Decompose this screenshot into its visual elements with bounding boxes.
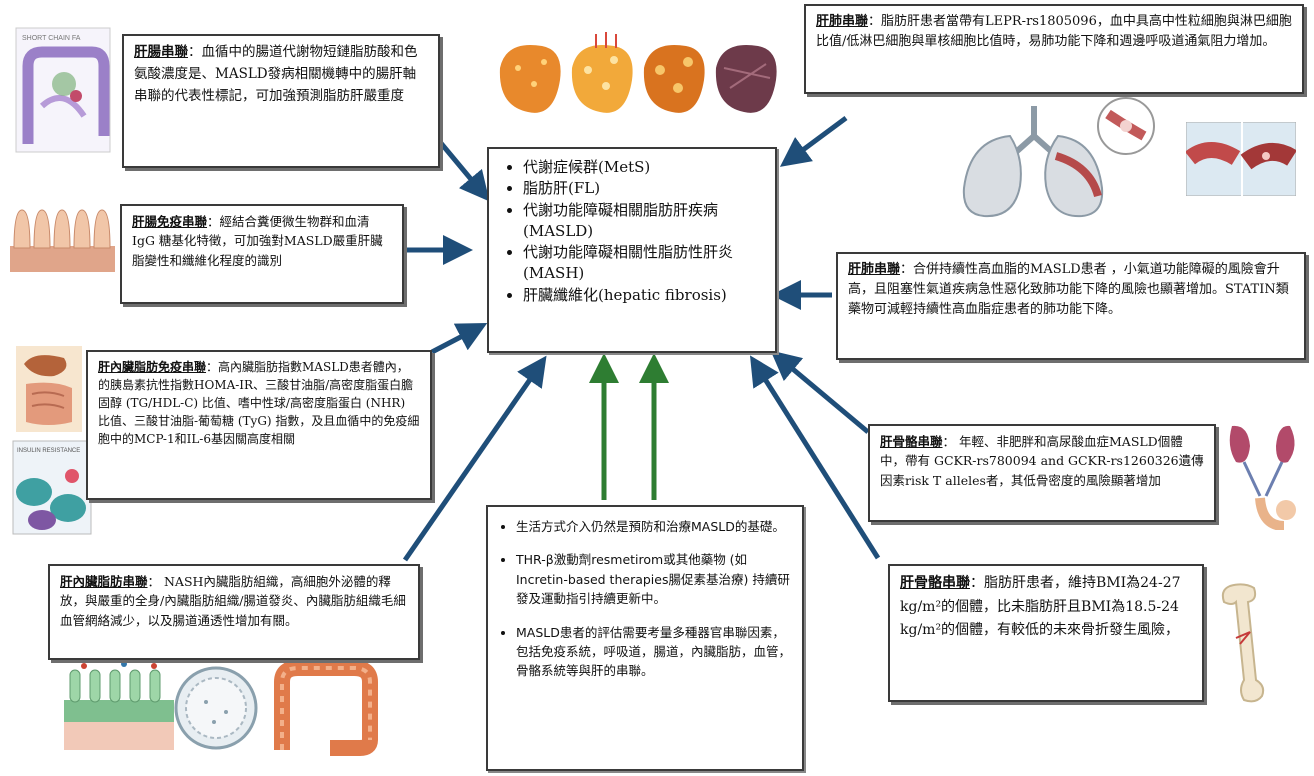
arrow-bone1 xyxy=(782,360,868,432)
central-conditions-list: 代謝症候群(MetS) 脂肪肝(FL) 代謝功能障礙相關脂肪肝疾病 (MASLD… xyxy=(503,157,765,306)
central-item: 肝臟纖維化(hepatic fibrosis) xyxy=(523,285,765,306)
bone1-title: 肝骨骼串聯 xyxy=(880,434,943,449)
management-box: 生活方式介入仍然是預防和治療MASLD的基礎。 THR-β激動劑resmetir… xyxy=(486,505,804,771)
central-item: 脂肪肝(FL) xyxy=(523,178,765,199)
lung2-box: 肝肺串聯：合併持續性高血脂的MASLD患者 ，小氣道功能障礙的風險會升高，且阻塞… xyxy=(836,252,1306,360)
lung2-text: ：合併持續性高血脂的MASLD患者 ，小氣道功能障礙的風險會升高，且阻塞性氣道疾… xyxy=(848,262,1289,317)
bone2-title: 肝骨骼串聯 xyxy=(900,575,970,591)
management-list: 生活方式介入仍然是預防和治療MASLD的基礎。 THR-β激動劑resmetir… xyxy=(498,517,792,681)
visceral-box: 肝內臟脂肪串聯： NASH內臟脂肪組織，高細胞外泌體的釋放，與嚴重的全身/內臟脂… xyxy=(48,564,420,660)
lung1-text: ：脂肪肝患者當帶有LEPR-rs1805096，血中具高中性粒細胞與淋巴細胞比值… xyxy=(816,14,1292,49)
gut-liver-box: 肝腸串聯：血循中的腸道代謝物短鏈脂肪酸和色氨酸濃度是、MASLD發病相關機轉中的… xyxy=(122,34,440,168)
lung2-title: 肝肺串聯 xyxy=(848,262,900,277)
arrow-lung1 xyxy=(792,118,846,158)
central-conditions-box: 代謝症候群(MetS) 脂肪肝(FL) 代謝功能障礙相關脂肪肝疾病 (MASLD… xyxy=(487,147,777,353)
gut-immune-box: 肝腸免疫串聯：經結合糞便微生物群和血清 IgG 糖基化特徵，可加強對MASLD嚴… xyxy=(120,204,404,304)
visceral-immune-box: 肝內臟脂肪免疫串聯：高內臟脂肪指數MASLD患者體內，的胰島素抗性指數HOMA-… xyxy=(86,350,432,500)
management-item: MASLD患者的評估需要考量多種器官串聯因素，包括免疫系統，呼吸道，腸道，內臟脂… xyxy=(516,623,792,681)
management-item: 生活方式介入仍然是預防和治療MASLD的基礎。 xyxy=(516,517,792,536)
bone1-box: 肝骨骼串聯： 年輕、非肥胖和高尿酸血症MASLD個體中，帶有 GCKR-rs78… xyxy=(868,424,1216,522)
arrow-visceral-immune xyxy=(432,330,474,352)
management-item: THR-β激動劑resmetirom或其他藥物 (如Incretin-based… xyxy=(516,550,792,608)
central-item: 代謝功能障礙相關脂肪肝疾病 (MASLD) xyxy=(523,200,765,243)
central-item: 代謝症候群(MetS) xyxy=(523,157,765,178)
visceral-immune-title: 肝內臟脂肪免疫串聯 xyxy=(98,360,206,374)
bone2-box: 肝骨骼串聯：脂肪肝患者，維持BMI為24-27 kg/m²的個體，比未脂肪肝且B… xyxy=(888,564,1204,702)
arrow-gut-liver xyxy=(440,142,480,190)
visceral-title: 肝內臟脂肪串聯 xyxy=(60,574,148,589)
lung1-title: 肝肺串聯 xyxy=(816,14,868,29)
lung1-box: 肝肺串聯：脂肪肝患者當帶有LEPR-rs1805096，血中具高中性粒細胞與淋巴… xyxy=(804,4,1304,94)
gut-immune-title: 肝腸免疫串聯 xyxy=(132,214,207,229)
gut-liver-title: 肝腸串聯 xyxy=(134,44,188,60)
central-item: 代謝功能障礙相關性脂肪性肝炎 (MASH) xyxy=(523,242,765,285)
